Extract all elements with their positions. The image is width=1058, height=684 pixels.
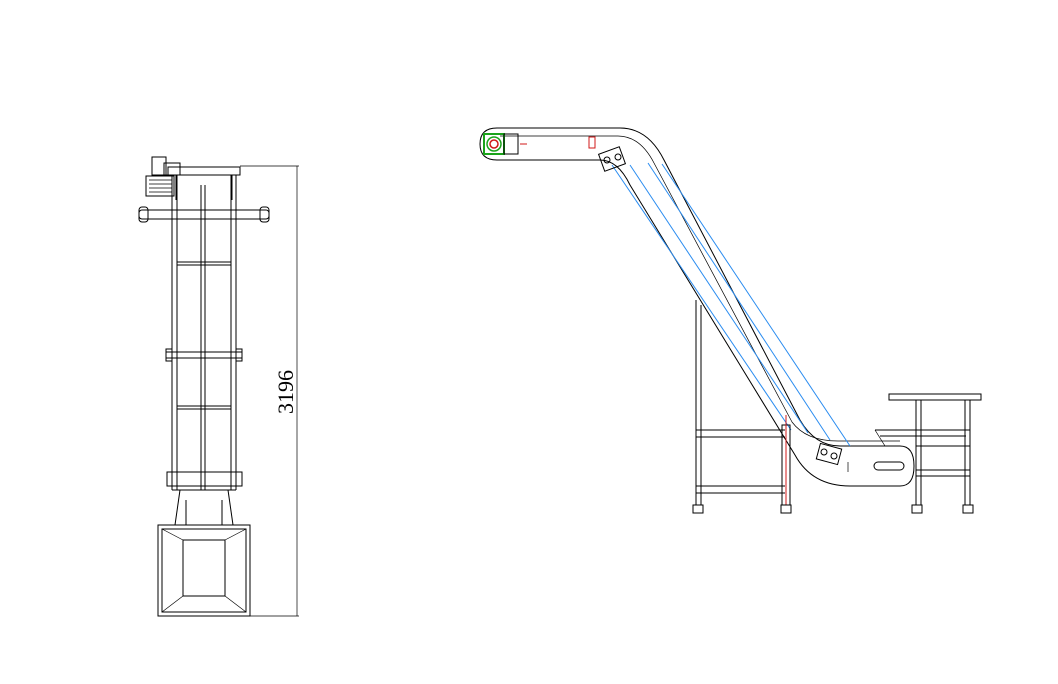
motor-icon <box>145 156 181 197</box>
hopper <box>157 524 251 617</box>
support-frame <box>692 300 792 514</box>
drive-sprocket-icon <box>483 133 527 155</box>
upper-idler <box>597 146 627 172</box>
side-view <box>479 127 982 514</box>
front-view: 3196 <box>138 156 299 617</box>
handle-bar <box>138 206 270 223</box>
belt-guides <box>611 162 851 447</box>
height-dimension: 3196 <box>240 165 299 617</box>
dimension-label: 3196 <box>273 370 298 414</box>
conveyor-body <box>479 127 915 487</box>
frame-rungs <box>165 261 243 410</box>
feed-table <box>874 393 982 514</box>
lower-idler <box>815 442 843 466</box>
